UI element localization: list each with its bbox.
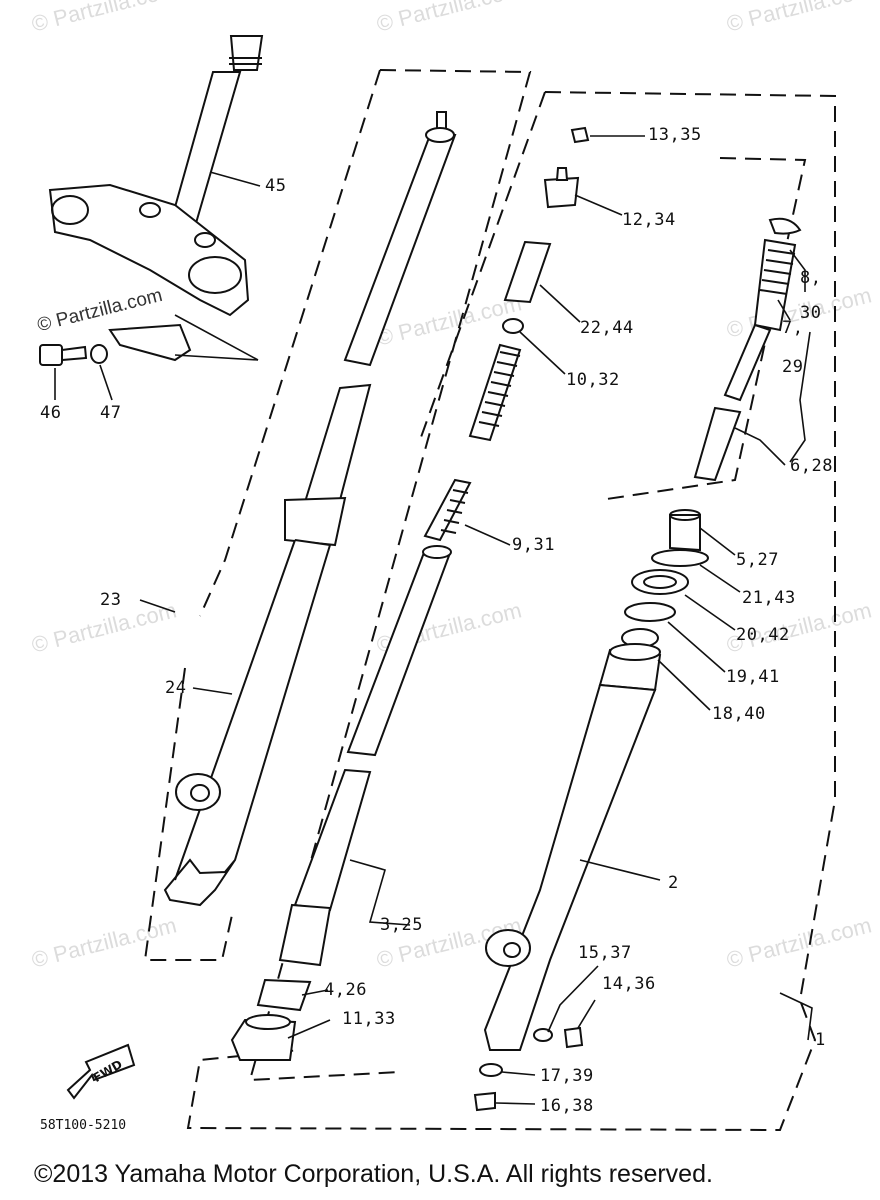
fork-tube-upper	[343, 111, 457, 367]
oil-seal	[631, 569, 689, 595]
copyright-notice: ©2013 Yamaha Motor Corporation, U.S.A. A…	[34, 1160, 713, 1188]
callout-16-38: 16,38	[540, 1096, 594, 1116]
callout-8: 8,	[800, 268, 822, 288]
circlip	[651, 549, 709, 567]
fork-tube-lower	[278, 768, 372, 967]
bracket-washer	[90, 344, 108, 364]
cap-bolt	[543, 167, 580, 209]
callout-46: 46	[40, 403, 62, 423]
callout-29: 29	[782, 357, 804, 377]
cap-nut	[570, 126, 590, 144]
spacer	[503, 240, 552, 304]
callout-14-36: 14,36	[602, 974, 656, 994]
callout-7: 7,	[782, 318, 804, 338]
callout-6-28: 6,28	[790, 456, 833, 476]
drain-bolt	[563, 1026, 584, 1049]
callout-45: 45	[265, 176, 287, 196]
callout-4-26: 4,26	[324, 980, 367, 1000]
callout-19-41: 19,41	[726, 667, 780, 687]
fork-spring-upper	[468, 343, 522, 442]
damper-rod	[723, 217, 802, 402]
fork-spring-lower	[423, 478, 472, 542]
callout-10-32: 10,32	[566, 370, 620, 390]
bottom-washer	[479, 1063, 503, 1077]
leader-lines	[54, 135, 813, 1105]
callout-22-44: 22,44	[580, 318, 634, 338]
callout-21-43: 21,43	[742, 588, 796, 608]
callout-17-39: 17,39	[540, 1066, 594, 1086]
fwd-arrow-icon	[66, 1043, 136, 1100]
callout-18-40: 18,40	[712, 704, 766, 724]
drain-bolt-washer	[533, 1028, 553, 1042]
callout-30: 30	[800, 303, 822, 323]
bracket-bolt	[39, 344, 88, 366]
inner-tube	[483, 643, 662, 1051]
taper-spindle	[693, 406, 742, 482]
callout-5-27: 5,27	[736, 550, 779, 570]
spring-seat	[502, 318, 524, 334]
callout-2: 2	[668, 873, 679, 893]
callout-1: 1	[815, 1030, 826, 1050]
diagram-code: 58T100-5210	[40, 1118, 127, 1133]
under-bracket	[48, 183, 250, 362]
callout-24: 24	[165, 678, 187, 698]
fork-tube-middle	[346, 545, 452, 757]
piston-metal	[256, 978, 312, 1012]
oil-lock-piece-upper	[669, 509, 701, 552]
callout-15-37: 15,37	[578, 943, 632, 963]
washer	[624, 602, 676, 622]
callout-3-25: 3,25	[380, 915, 423, 935]
callout-11-33: 11,33	[342, 1009, 396, 1029]
steering-stem	[168, 35, 264, 232]
bottom-bolt	[473, 1091, 496, 1112]
dashed-group-outline	[143, 69, 836, 1132]
callout-23: 23	[100, 590, 122, 610]
outer-tube	[163, 383, 372, 907]
callout-47: 47	[100, 403, 122, 423]
callout-12-34: 12,34	[622, 210, 676, 230]
oil-lock-piece	[230, 1014, 297, 1061]
callout-13-35: 13,35	[648, 125, 702, 145]
callout-20-42: 20,42	[736, 625, 790, 645]
callout-9-31: 9,31	[512, 535, 555, 555]
